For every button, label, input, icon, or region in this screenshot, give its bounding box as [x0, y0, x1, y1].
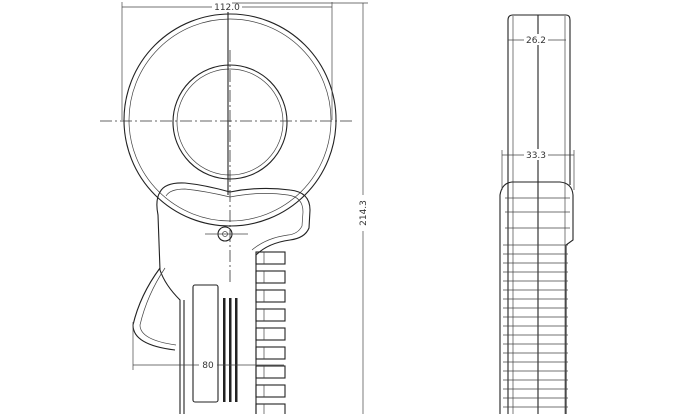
- grip-rib: [255, 403, 286, 414]
- indicator-bar: [235, 298, 238, 402]
- dim-total-height: 214.3: [359, 200, 369, 226]
- display-window: [192, 284, 219, 403]
- indicator-bar: [229, 298, 232, 402]
- grip-rib: [255, 289, 286, 303]
- indicator-bar: [223, 298, 226, 402]
- body-inner-edge: [165, 188, 304, 251]
- side-grip-ribs: [503, 244, 568, 408]
- dim-jaw-thickness: 26.2: [526, 36, 546, 46]
- grip-rib: [255, 384, 286, 398]
- grip-rib: [255, 327, 286, 341]
- body-outline: [156, 182, 311, 414]
- grip-rib: [255, 308, 286, 322]
- grip-rib: [255, 365, 286, 379]
- body-side-outline: [499, 181, 574, 414]
- front-dimensions: 112.0 214.3 80: [121, 1, 369, 414]
- trigger-handle-inner: [139, 267, 177, 346]
- grip-rib: [255, 346, 286, 360]
- dim-outer-diameter: 112.0: [214, 3, 240, 13]
- trigger-handle: [132, 267, 176, 351]
- side-view: 26.2 33.3: [499, 14, 575, 414]
- jaw-side-outline: [507, 14, 571, 414]
- grip-ribs: [255, 251, 286, 414]
- front-view: [100, 8, 355, 414]
- dim-body-width: 80: [202, 361, 214, 371]
- dim-body-thickness: 33.3: [526, 151, 546, 161]
- grip-rib: [255, 251, 286, 265]
- grip-rib: [255, 270, 286, 284]
